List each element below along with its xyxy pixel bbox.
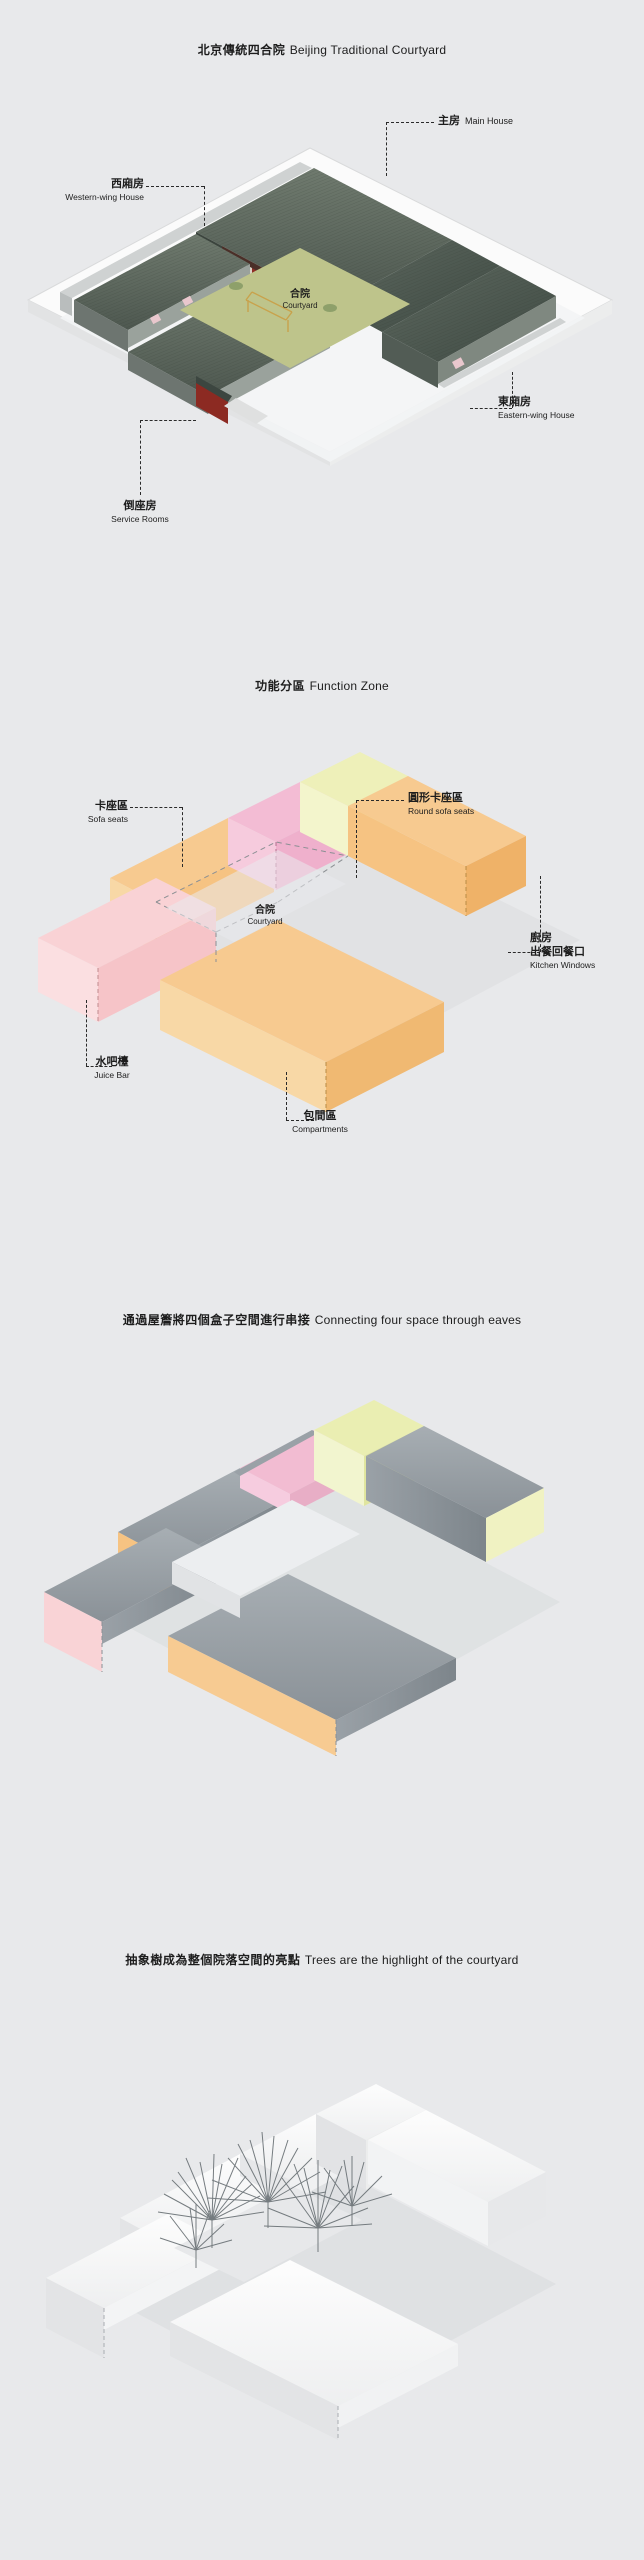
- courtyard-center-tag-2: 合院 Courtyard: [220, 904, 310, 927]
- panel-4-title-en: Trees are the highlight of the courtyard: [304, 1953, 519, 1967]
- leader-main-house-h: [386, 122, 434, 123]
- label-compartments-en: Compartments: [292, 1123, 348, 1134]
- leader-compartments-h: [286, 1120, 314, 1121]
- label-western-wing-en: Western-wing House: [65, 191, 144, 202]
- panel-3-title: 通過屋簷將四個盒子空間進行串接 Connecting four space th…: [0, 1310, 644, 1330]
- leader-service-rooms-v: [140, 420, 141, 495]
- leader-service-rooms-h: [140, 420, 196, 421]
- panel-3-title-zh: 通過屋簷將四個盒子空間進行串接: [122, 1313, 311, 1327]
- courtyard-tag-en-2: Courtyard: [247, 917, 283, 926]
- leader-western-wing-v: [204, 186, 205, 226]
- panel-traditional-courtyard: 北京傳統四合院 Beijing Traditional Courtyard: [0, 0, 644, 640]
- label-western-wing-zh: 西廂房: [111, 178, 144, 190]
- label-juice-bar: 水吧檯 Juice Bar: [64, 1056, 160, 1081]
- label-service-rooms-en: Service Rooms: [111, 513, 169, 524]
- panel-3-title-en: Connecting four space through eaves: [314, 1313, 522, 1327]
- leader-western-wing-h: [146, 186, 204, 187]
- panel-connecting-eaves: 通過屋簷將四個盒子空間進行串接 Connecting four space th…: [0, 1280, 644, 1920]
- panel-1-title: 北京傳統四合院 Beijing Traditional Courtyard: [0, 40, 644, 60]
- leader-eastern-wing-h: [470, 408, 512, 409]
- panel-2-title-en: Function Zone: [309, 679, 389, 693]
- leader-kitchen-v: [540, 876, 541, 952]
- label-kitchen-windows: 廚房 出餐回餐口 Kitchen Windows: [530, 932, 595, 971]
- leader-juice-bar-h: [86, 1066, 112, 1067]
- label-juice-bar-zh: 水吧檯: [95, 1056, 129, 1068]
- label-kitchen-windows-en: Kitchen Windows: [530, 959, 596, 970]
- label-eastern-wing-en: Eastern-wing House: [498, 409, 575, 420]
- panel-function-zone: 功能分區 Function Zone: [0, 640, 644, 1280]
- courtyard-center-tag-1: 合院 Courtyard: [255, 288, 345, 311]
- eaves-3d-illustration: [44, 1400, 560, 1756]
- panel-1-title-en: Beijing Traditional Courtyard: [289, 43, 447, 57]
- panel-2-title: 功能分區 Function Zone: [0, 676, 644, 696]
- panel-4-title-zh: 抽象樹成為整個院落空間的亮點: [125, 1953, 301, 1967]
- panel-2-title-zh: 功能分區: [255, 679, 306, 693]
- panel-4-title: 抽象樹成為整個院落空間的亮點 Trees are the highlight o…: [0, 1950, 644, 1970]
- label-round-sofa-seats-en: Round sofa seats: [408, 805, 475, 816]
- courtyard-tag-en-1: Courtyard: [282, 301, 318, 310]
- label-round-sofa-seats: 圓形卡座區 Round sofa seats: [408, 792, 474, 817]
- label-service-rooms-zh: 倒座房: [123, 500, 157, 512]
- label-eastern-wing: 東廂房 Eastern-wing House: [498, 396, 575, 421]
- label-compartments-zh: 包間區: [303, 1110, 337, 1122]
- courtyard-tag-zh-1: 合院: [290, 289, 310, 300]
- leader-sofa-seats-v: [182, 807, 183, 867]
- leader-eastern-wing-v: [512, 372, 513, 408]
- label-round-sofa-seats-zh: 圓形卡座區: [408, 792, 463, 804]
- label-western-wing: 西廂房 Western-wing House: [36, 178, 144, 203]
- panel-trees-highlight: 抽象樹成為整個院落空間的亮點 Trees are the highlight o…: [0, 1920, 644, 2560]
- label-sofa-seats-zh: 卡座區: [95, 800, 128, 812]
- label-kitchen-windows-zh1: 廚房: [530, 932, 552, 944]
- courtyard-tag-zh-2: 合院: [255, 905, 275, 916]
- label-main-house-zh: 主房: [438, 115, 460, 127]
- leader-round-sofa-v: [356, 800, 357, 878]
- leader-juice-bar-v: [86, 1000, 87, 1066]
- label-sofa-seats-en: Sofa seats: [87, 813, 128, 824]
- trees-3d-illustration: [46, 2084, 556, 2440]
- label-juice-bar-en: Juice Bar: [94, 1069, 130, 1080]
- label-sofa-seats: 卡座區 Sofa seats: [46, 800, 128, 825]
- label-compartments: 包間區 Compartments: [268, 1110, 372, 1135]
- leader-main-house-v: [386, 122, 387, 176]
- function-zone-3d-illustration: [38, 752, 580, 1112]
- leader-sofa-seats-h: [130, 807, 182, 808]
- leader-compartments-v: [286, 1072, 287, 1120]
- leader-round-sofa-h: [356, 800, 404, 801]
- leader-kitchen-h: [508, 952, 540, 953]
- panel-1-title-zh: 北京傳統四合院: [197, 43, 286, 57]
- courtyard-3d-illustration: [26, 147, 614, 466]
- label-eastern-wing-zh: 東廂房: [498, 396, 531, 408]
- label-main-house-en: Main House: [465, 116, 514, 126]
- label-main-house: 主房 Main House: [438, 115, 513, 129]
- label-kitchen-windows-zh2: 出餐回餐口: [530, 945, 585, 958]
- label-service-rooms: 倒座房 Service Rooms: [78, 500, 202, 525]
